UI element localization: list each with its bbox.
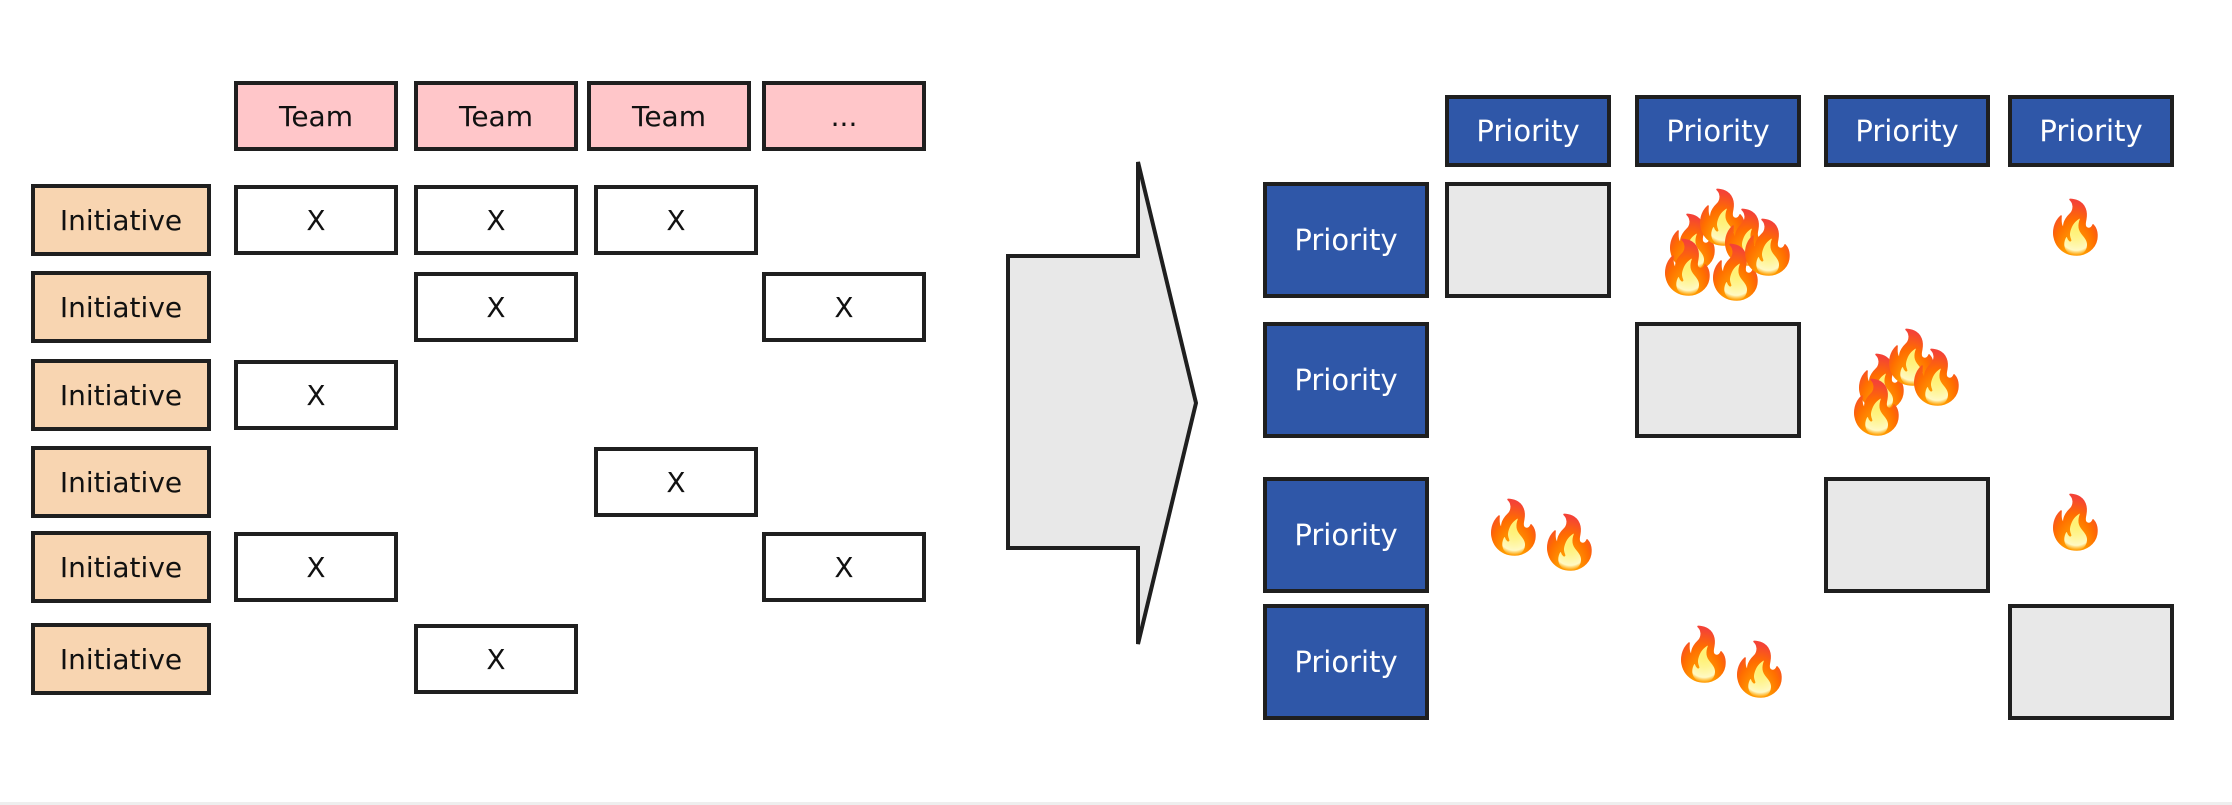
assignment-mark: X [762,532,926,602]
fire-icon: 🔥 [1879,328,1944,388]
assignment-mark: X [234,532,398,602]
self-intersection-cell [1635,322,1801,438]
fire-icon: 🔥 [2043,198,2108,258]
self-intersection-cell [1445,182,1611,298]
priority-column-header: Priority [1445,95,1611,167]
assignment-mark: X [414,272,578,342]
fire-icon: 🔥 [1844,378,1909,438]
assignment-mark: X [234,360,398,430]
priority-row-header: Priority [1263,604,1429,720]
fire-icon: 🔥 [1735,218,1800,278]
fire-icon: 🔥 [1715,208,1780,268]
self-intersection-cell [1824,477,1990,593]
fire-icon: 🔥 [2043,493,2108,553]
assignment-mark: X [234,185,398,255]
fire-icon: 🔥 [1849,353,1914,413]
fire-icon: 🔥 [1727,640,1792,700]
assignment-mark: X [414,624,578,694]
team-header: Team [234,81,398,151]
fire-icon: 🔥 [1655,238,1720,298]
initiative-label: Initiative [31,531,211,603]
right-arrow-icon [1006,161,1199,645]
priority-row-header: Priority [1263,322,1429,438]
priority-column-header: Priority [1824,95,1990,167]
priority-row-header: Priority [1263,182,1429,298]
self-intersection-cell [2008,604,2174,720]
initiative-label: Initiative [31,446,211,518]
assignment-mark: X [762,272,926,342]
fire-icon: 🔥 [1537,513,1602,573]
team-header: Team [587,81,751,151]
fire-icon: 🔥 [1904,348,1969,408]
priority-row-header: Priority [1263,477,1429,593]
initiative-label: Initiative [31,359,211,431]
assignment-mark: X [594,185,758,255]
fire-icon: 🔥 [1671,625,1736,685]
initiative-label: Initiative [31,623,211,695]
bottom-divider [0,802,2232,805]
initiative-label: Initiative [31,184,211,256]
fire-icon: 🔥 [1481,498,1546,558]
priority-column-header: Priority [1635,95,1801,167]
assignment-mark: X [594,447,758,517]
priority-column-header: Priority [2008,95,2174,167]
fire-icon: 🔥 [1690,188,1755,248]
fire-icon: 🔥 [1660,213,1725,273]
team-header: Team [414,81,578,151]
assignment-mark: X [414,185,578,255]
initiative-label: Initiative [31,271,211,343]
fire-icon: 🔥 [1703,243,1768,303]
team-header: ... [762,81,926,151]
